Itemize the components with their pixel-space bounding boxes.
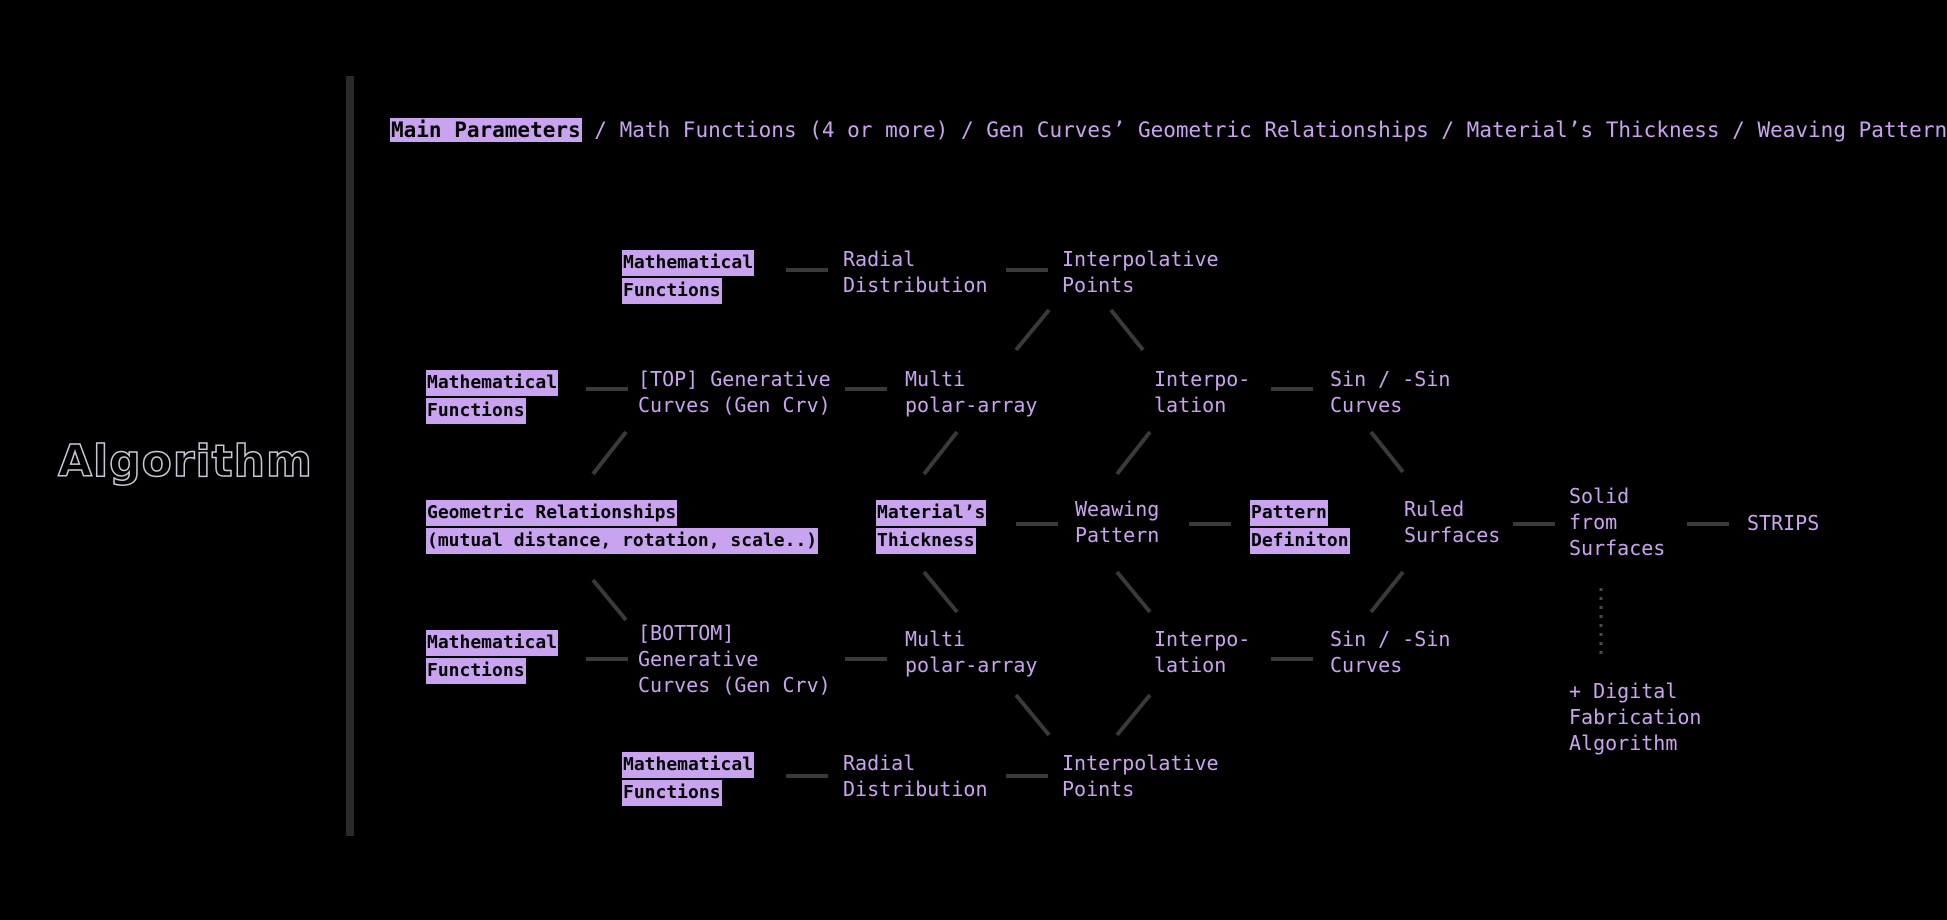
pattern-definition: Pattern Definiton	[1250, 498, 1350, 554]
node-line: Multi	[905, 627, 966, 651]
node-line: Algorithm	[1569, 731, 1678, 755]
page-title: Algorithm	[57, 435, 313, 488]
interpolative-points-bottom: Interpolative Points	[1062, 750, 1219, 802]
connector-line	[1014, 308, 1051, 352]
node-line: Radial	[843, 751, 916, 775]
weaving-pattern: Weawing Pattern	[1075, 496, 1159, 548]
header-highlight: Main Parameters	[390, 118, 582, 142]
math-functions-upper: Mathematical Functions	[426, 368, 559, 424]
node-line: Functions	[622, 278, 722, 304]
multi-polar-array-bottom: Multi polar-array	[905, 626, 1037, 678]
node-line: [BOTTOM]	[638, 621, 735, 645]
node-line: Points	[1062, 777, 1135, 801]
divider-bar	[346, 76, 354, 836]
node-line: Distribution	[843, 273, 988, 297]
node-line: Interpo-	[1154, 627, 1251, 651]
node-line: Functions	[426, 398, 526, 424]
math-functions-bottom: Mathematical Functions	[622, 750, 755, 806]
header-rest: / Math Functions (4 or more) / Gen Curve…	[581, 118, 1947, 142]
node-line: Sin / -Sin	[1330, 367, 1451, 391]
node-line: Mathematical	[622, 752, 755, 778]
connector-line	[1109, 308, 1145, 352]
node-line: Interpolative	[1062, 247, 1219, 271]
node-line: Definiton	[1250, 528, 1350, 554]
node-line: Curves (Gen Crv)	[638, 393, 831, 417]
node-line: Geometric Relationships	[426, 500, 678, 526]
node-line: Radial	[843, 247, 916, 271]
connector-line	[591, 430, 628, 476]
node-line: polar-array	[905, 653, 1038, 677]
node-line: Ruled	[1404, 497, 1465, 521]
strips: STRIPS	[1747, 510, 1819, 536]
node-line: Generative	[638, 647, 759, 671]
connector-line	[1014, 693, 1051, 737]
node-line: lation	[1154, 393, 1227, 417]
interpolation-top: Interpo- lation	[1154, 366, 1250, 418]
node-line: from	[1569, 510, 1618, 534]
node-line: polar-array	[905, 393, 1038, 417]
node-line: Points	[1062, 273, 1135, 297]
node-line: Multi	[905, 367, 966, 391]
node-line: Curves (Gen Crv)	[638, 673, 831, 697]
node-line: Mathematical	[426, 370, 559, 396]
geometric-relationships: Geometric Relationships (mutual distance…	[426, 498, 819, 554]
sin-curves-top: Sin / -Sin Curves	[1330, 366, 1450, 418]
connector-line	[1115, 570, 1152, 614]
node-line: Sin / -Sin	[1330, 627, 1451, 651]
bottom-generative-curves: [BOTTOM] Generative Curves (Gen Crv)	[638, 620, 831, 698]
interpolative-points-top: Interpolative Points	[1062, 246, 1219, 298]
parameters-header: Main Parameters / Math Functions (4 or m…	[390, 116, 1947, 144]
node-line: Interpo-	[1154, 367, 1251, 391]
multi-polar-array-top: Multi polar-array	[905, 366, 1037, 418]
top-generative-curves: [TOP] Generative Curves (Gen Crv)	[638, 366, 831, 418]
node-line: Interpolative	[1062, 751, 1219, 775]
node-line: [TOP] Generative	[638, 367, 831, 391]
sin-curves-bottom: Sin / -Sin Curves	[1330, 626, 1450, 678]
digital-fabrication-algorithm: + Digital Fabrication Algorithm	[1569, 678, 1701, 756]
node-line: Functions	[426, 658, 526, 684]
connector-line	[922, 570, 959, 614]
connector-line	[1115, 693, 1152, 737]
node-line: + Digital	[1569, 679, 1678, 703]
ruled-surfaces: Ruled Surfaces	[1404, 496, 1500, 548]
math-functions-top: Mathematical Functions	[622, 248, 755, 304]
node-line: Curves	[1330, 653, 1403, 677]
node-line: Mathematical	[622, 250, 755, 276]
node-line: Material’s	[876, 500, 987, 526]
node-line: (mutual distance, rotation, scale..)	[426, 528, 819, 554]
node-line: Solid	[1569, 484, 1630, 508]
connector-line	[1369, 430, 1405, 474]
node-line: lation	[1154, 653, 1227, 677]
node-line: Pattern	[1250, 500, 1328, 526]
materials-thickness: Material’s Thickness	[876, 498, 987, 554]
node-line: Thickness	[876, 528, 976, 554]
math-functions-lower: Mathematical Functions	[426, 628, 559, 684]
radial-distribution-top: Radial Distribution	[843, 246, 988, 298]
node-line: Functions	[622, 780, 722, 806]
connector-line	[591, 578, 628, 622]
node-line: STRIPS	[1747, 511, 1820, 535]
solid-from-surfaces: Solid from Surfaces	[1569, 483, 1665, 561]
interpolation-bottom: Interpo- lation	[1154, 626, 1250, 678]
node-line: Mathematical	[426, 630, 559, 656]
node-line: Pattern	[1075, 523, 1160, 547]
node-line: Surfaces	[1404, 523, 1501, 547]
connector-line	[1369, 570, 1405, 614]
connector-line	[1115, 430, 1152, 476]
radial-distribution-bottom: Radial Distribution	[843, 750, 988, 802]
node-line: Weawing	[1075, 497, 1160, 521]
node-line: Fabrication	[1569, 705, 1702, 729]
connector-line	[922, 430, 959, 476]
node-line: Distribution	[843, 777, 988, 801]
node-line: Surfaces	[1569, 536, 1666, 560]
node-line: Curves	[1330, 393, 1403, 417]
